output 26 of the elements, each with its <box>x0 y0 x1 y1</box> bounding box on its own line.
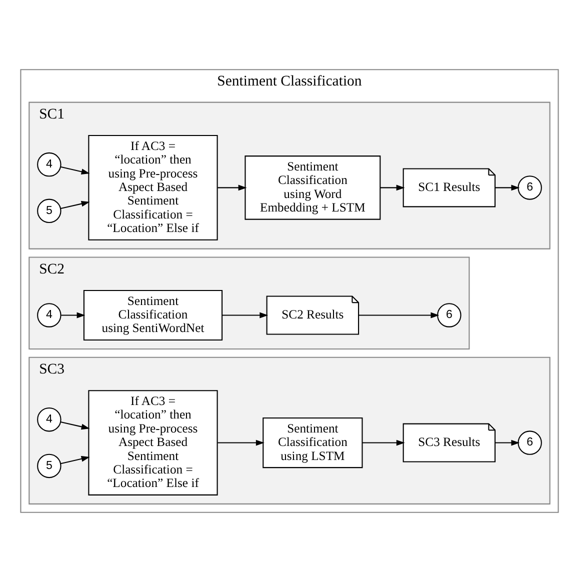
arrow <box>218 184 247 190</box>
arrow <box>218 439 264 446</box>
arrow <box>60 200 90 209</box>
arrow <box>380 184 405 190</box>
node-box: Sentiment Classification using SentiWordNet <box>83 289 223 340</box>
arrow <box>495 439 520 446</box>
node-box: Sentiment Classification using LSTM <box>262 416 363 468</box>
node-circle: 6 <box>518 175 542 200</box>
arrow <box>222 312 268 318</box>
node-box: If AC3 = “location” then using Pre-process Aspect Based Sentiment Classification = “Location” Else if <box>88 134 218 240</box>
node-circle: 6 <box>437 302 462 327</box>
arrow <box>60 166 90 174</box>
node-box: Sentiment Classification using Word Embedding + LSTM <box>244 155 381 220</box>
node-circle: 4 <box>37 152 62 176</box>
node-circle: 6 <box>518 430 542 454</box>
arrow <box>495 184 520 190</box>
node-circle: 4 <box>37 406 62 432</box>
node-box: If AC3 = “location” then using Pre-process Aspect Based Sentiment Classification = “Location” Else if <box>88 390 218 495</box>
arrow <box>60 455 90 464</box>
node-circle: 5 <box>37 198 62 223</box>
node-circle: 4 <box>37 302 62 327</box>
arrow <box>362 439 405 446</box>
node-circle: 5 <box>37 453 62 478</box>
arrow <box>60 420 90 430</box>
arrow <box>61 312 86 318</box>
arrow <box>358 312 440 318</box>
